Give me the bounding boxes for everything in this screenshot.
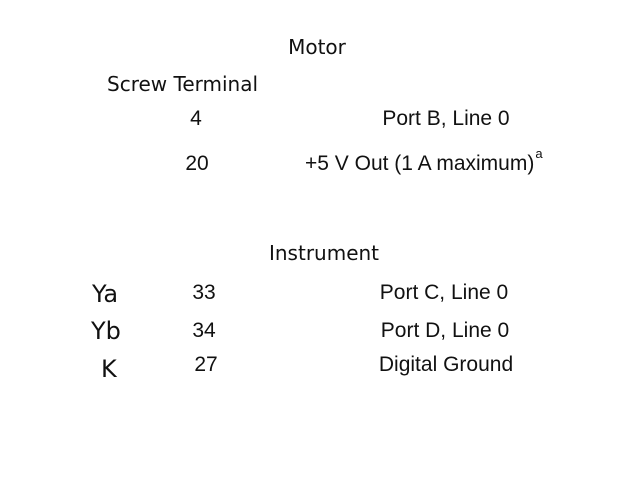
motor-row-1-signal: Port B, Line 0 <box>382 107 510 130</box>
motor-row-2-signal: +5 V Out (1 A maximum)a <box>305 147 543 175</box>
instrument-row-1-terminal: 33 <box>192 281 216 304</box>
motor-row-2-signal-text: +5 V Out (1 A maximum) <box>305 152 535 175</box>
instrument-row-2-label: Yb <box>91 317 121 345</box>
motor-row-2-terminal: 20 <box>185 152 209 175</box>
instrument-section-title: Instrument <box>268 241 380 265</box>
screw-terminal-header: Screw Terminal <box>107 72 259 96</box>
motor-section-title: Motor <box>288 35 346 59</box>
instrument-row-3-signal: Digital Ground <box>378 353 514 376</box>
instrument-row-1-signal: Port C, Line 0 <box>379 281 509 304</box>
instrument-row-1-label: Ya <box>92 280 119 308</box>
instrument-row-2-signal: Port D, Line 0 <box>380 319 510 342</box>
footnote-marker: a <box>535 146 543 161</box>
motor-row-1-terminal: 4 <box>190 107 202 130</box>
instrument-row-2-terminal: 34 <box>192 319 216 342</box>
instrument-row-3-label: K <box>101 355 117 383</box>
instrument-row-3-terminal: 27 <box>194 353 218 376</box>
